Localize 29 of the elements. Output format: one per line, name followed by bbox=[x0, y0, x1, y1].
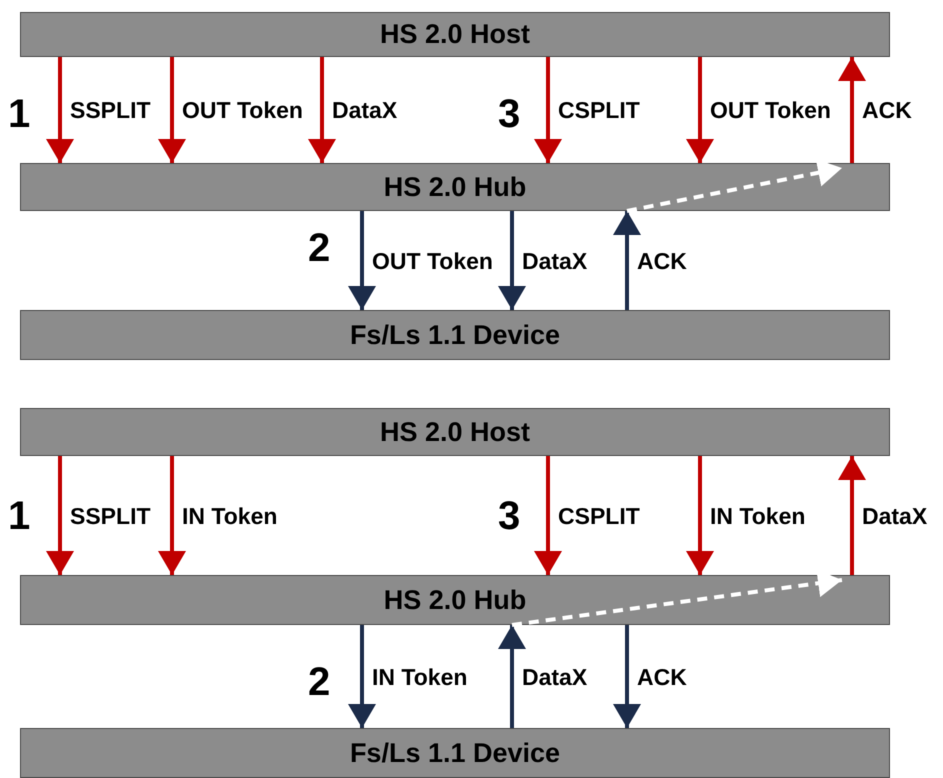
step-number: 2 bbox=[308, 226, 330, 270]
arrow bbox=[498, 211, 526, 310]
arrow bbox=[348, 625, 376, 728]
arrow bbox=[308, 57, 336, 163]
bus-bar: HS 2.0 Host bbox=[20, 12, 890, 57]
arrow bbox=[534, 57, 562, 163]
bus-bar: Fs/Ls 1.1 Device bbox=[20, 310, 890, 360]
arrow bbox=[158, 456, 186, 575]
step-number: 3 bbox=[498, 494, 520, 538]
arrow bbox=[613, 211, 641, 310]
arrow bbox=[838, 456, 866, 575]
arrow bbox=[534, 456, 562, 575]
step-number: 1 bbox=[8, 92, 30, 136]
step-number: 1 bbox=[8, 494, 30, 538]
bus-bar: HS 2.0 Hub bbox=[20, 575, 890, 625]
bus-bar: HS 2.0 Hub bbox=[20, 163, 890, 211]
arrow bbox=[348, 211, 376, 310]
bus-bar: HS 2.0 Host bbox=[20, 408, 890, 456]
arrow bbox=[46, 57, 74, 163]
bus-bar: Fs/Ls 1.1 Device bbox=[20, 728, 890, 778]
arrow bbox=[686, 57, 714, 163]
arrow bbox=[613, 625, 641, 728]
arrow bbox=[158, 57, 186, 163]
step-number: 3 bbox=[498, 92, 520, 136]
arrow bbox=[498, 625, 526, 728]
arrow bbox=[686, 456, 714, 575]
arrow bbox=[46, 456, 74, 575]
arrow bbox=[838, 57, 866, 163]
step-number: 2 bbox=[308, 660, 330, 704]
